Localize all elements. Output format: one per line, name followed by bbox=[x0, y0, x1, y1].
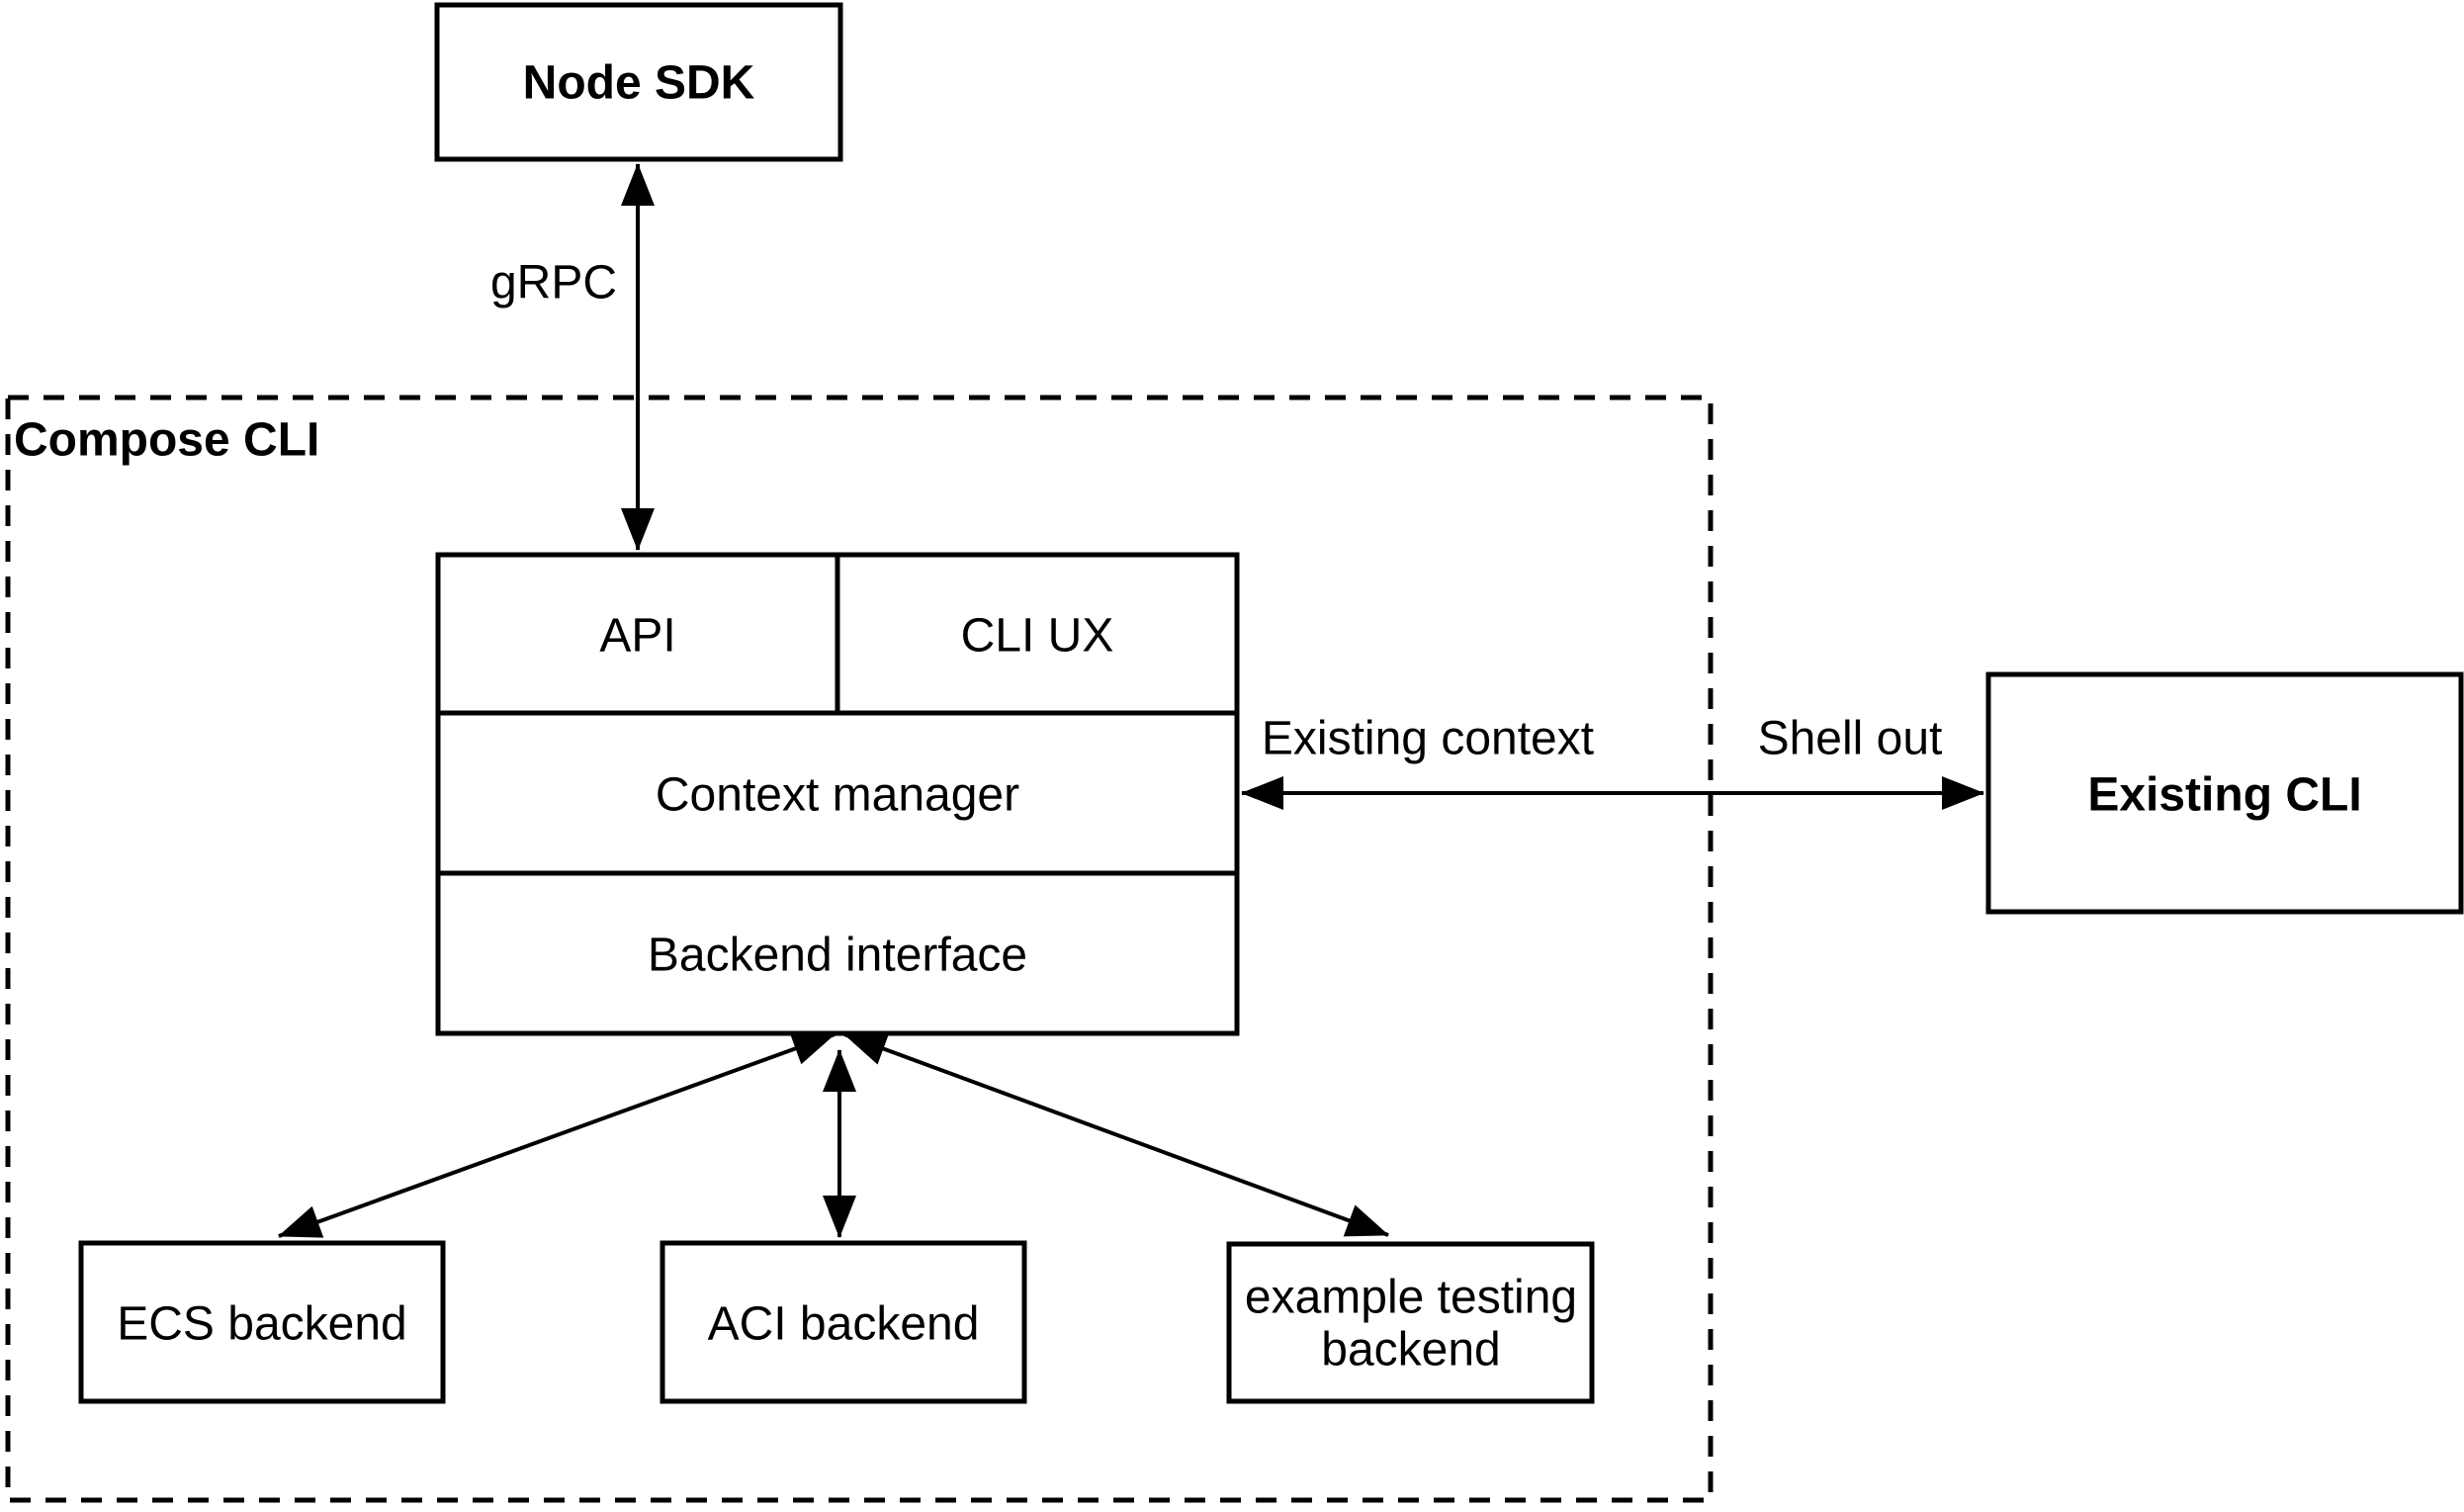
node-sdk-box bbox=[434, 2, 843, 162]
example-backend-arrow bbox=[843, 1032, 1389, 1237]
example-backend-label-line1: example testing bbox=[1245, 1272, 1577, 1324]
compose-cli-group-frame bbox=[5, 395, 1714, 1503]
aci-backend-box bbox=[660, 1240, 1027, 1404]
context-manager-label: Context manager bbox=[656, 769, 1019, 822]
cli-ux-label: CLI UX bbox=[961, 610, 1114, 663]
example-backend-box bbox=[1226, 1241, 1595, 1404]
existing-cli-label: Existing CLI bbox=[2087, 769, 2361, 822]
existing-cli-box bbox=[1985, 671, 2464, 915]
aci-backend-label: ACI backend bbox=[708, 1298, 980, 1351]
compose-cli-group-label: Compose CLI bbox=[14, 414, 319, 467]
example-backend-label-line2: backend bbox=[1321, 1324, 1500, 1377]
grpc-edge-label: gRPC bbox=[490, 257, 617, 310]
existing-context-edge-label: Existing context bbox=[1262, 713, 1594, 765]
node-sdk-label: Node SDK bbox=[523, 57, 755, 110]
shell-out-edge-label: Shell out bbox=[1758, 713, 1943, 765]
ecs-backend-label: ECS backend bbox=[117, 1298, 407, 1351]
ecs-backend-box bbox=[78, 1240, 446, 1404]
backend-interface-label: Backend interface bbox=[648, 930, 1027, 982]
api-label: API bbox=[599, 610, 675, 663]
ecs-backend-arrow bbox=[278, 1032, 836, 1238]
